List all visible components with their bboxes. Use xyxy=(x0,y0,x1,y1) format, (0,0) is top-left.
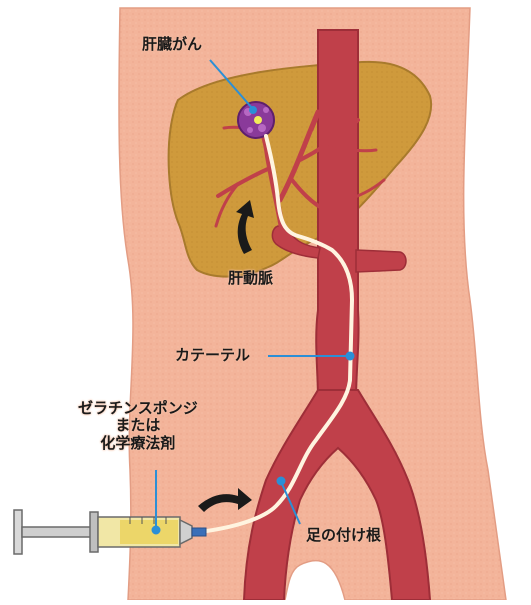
label-embolic-line-3: 化学療法剤 xyxy=(78,435,198,452)
label-groin: 足の付け根 xyxy=(306,527,381,544)
syringe xyxy=(14,510,206,554)
splenic-branch xyxy=(356,250,406,272)
label-hepatic-artery: 肝動脈 xyxy=(228,270,273,287)
label-embolic-agent: ゼラチンスポンジ または 化学療法剤 xyxy=(78,400,198,452)
label-embolic-line-1: ゼラチンスポンジ xyxy=(78,400,198,417)
label-catheter: カテーテル xyxy=(175,347,250,364)
label-liver-cancer: 肝臓がん xyxy=(142,36,202,53)
label-embolic-line-2: または xyxy=(78,417,198,434)
